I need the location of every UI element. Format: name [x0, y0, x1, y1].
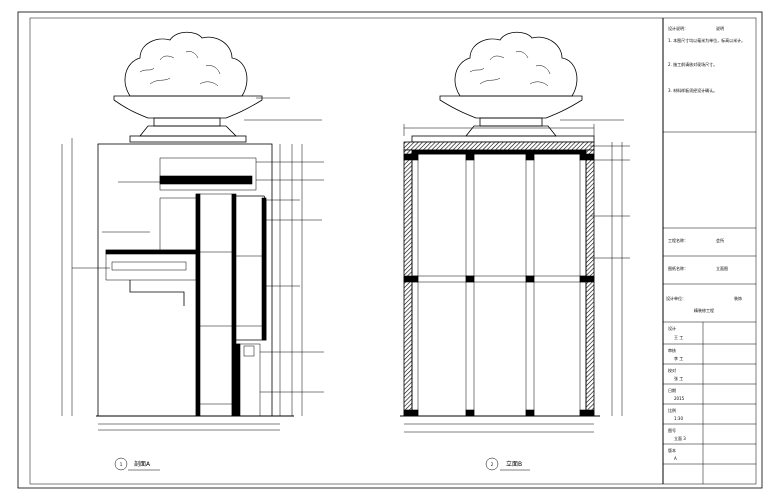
counter-frame-left: [159, 157, 257, 191]
notes-heading: 设计说明：: [668, 25, 688, 31]
view1-title: 剖面A: [134, 460, 151, 468]
plant-crown-detail-left: [139, 51, 221, 87]
planter-bowl-right: [439, 95, 583, 119]
cell-2-value: 李 工: [674, 355, 683, 361]
notes-line-2: 2. 施工前请核对现场尺寸。: [668, 61, 717, 67]
view1-number: 1: [120, 462, 123, 467]
cell-3-label: 校对: [668, 367, 676, 373]
column-edge-left-b: [231, 193, 237, 417]
row3-note: 精装修工程: [694, 307, 714, 313]
cell-3-value: 张 工: [674, 375, 683, 381]
view1-section-drawing: 1 剖面A: [61, 31, 324, 471]
counter-top-left: [159, 175, 253, 185]
shelf-box-left: [105, 249, 197, 281]
sheet-inner-border: [29, 17, 757, 485]
notes-line-3: 3. 材料样板须经设计确认。: [668, 87, 717, 93]
notes-label: 说明: [716, 25, 724, 31]
planter-foot-left: [139, 125, 237, 137]
mullion-1: [465, 153, 475, 417]
row1-value: 会所: [716, 237, 724, 243]
notes-line-1: 1. 本图尺寸均以毫米为单位，标高以米计。: [668, 37, 745, 43]
cell-2-label: 审核: [668, 347, 676, 353]
sheet-outer-border: [17, 11, 763, 489]
title-block: 设计说明： 说明 1. 本图尺寸均以毫米为单位，标高以米计。 2. 施工前请核对…: [663, 25, 756, 484]
cell-7-label: 版本: [668, 447, 676, 453]
row3-label: 设计单位：: [666, 295, 686, 301]
row3-value: 装饰: [734, 295, 742, 301]
cell-4-value: 2015: [674, 396, 685, 401]
planter-base-left: [153, 117, 221, 127]
planter-plinth-right: [411, 135, 595, 143]
cell-1-value: 王 工: [674, 335, 683, 340]
view2-number: 2: [491, 462, 494, 467]
frame-right: [411, 153, 587, 417]
view1-marker-circle: [114, 457, 128, 471]
right-wall-right: [585, 149, 595, 417]
top-beam-right: [403, 141, 595, 151]
cell-6-value: 立面 3: [674, 435, 686, 441]
row1-label: 工程名称：: [668, 237, 688, 243]
view2-marker-circle: [485, 457, 499, 471]
cell-4-label: 日期: [668, 387, 676, 393]
plant-crown-left: [124, 31, 248, 97]
view2-title: 立面B: [506, 460, 522, 468]
left-wall-right: [403, 149, 413, 417]
column-edge-left-a: [195, 193, 201, 417]
shelf-lower-frame: [129, 280, 185, 306]
mullion-2: [525, 153, 535, 417]
view2-elevation-drawing: 2 立面B: [400, 31, 630, 471]
right-panel-left: [236, 195, 267, 341]
plant-crown-right: [454, 31, 578, 97]
cell-5-label: 比例: [668, 407, 676, 413]
cell-1-label: 设计: [668, 325, 676, 331]
row2-label: 图纸名称：: [668, 265, 688, 271]
planter-bowl-left: [113, 95, 263, 119]
row2-value: 立面图: [716, 265, 728, 271]
transom-right: [411, 275, 587, 283]
cell-7-value: A: [674, 456, 677, 461]
cell-6-label: 图号: [668, 427, 676, 433]
planter-plinth-left: [129, 135, 247, 143]
cell-5-value: 1:30: [674, 416, 683, 421]
central-column-left: [195, 193, 233, 417]
